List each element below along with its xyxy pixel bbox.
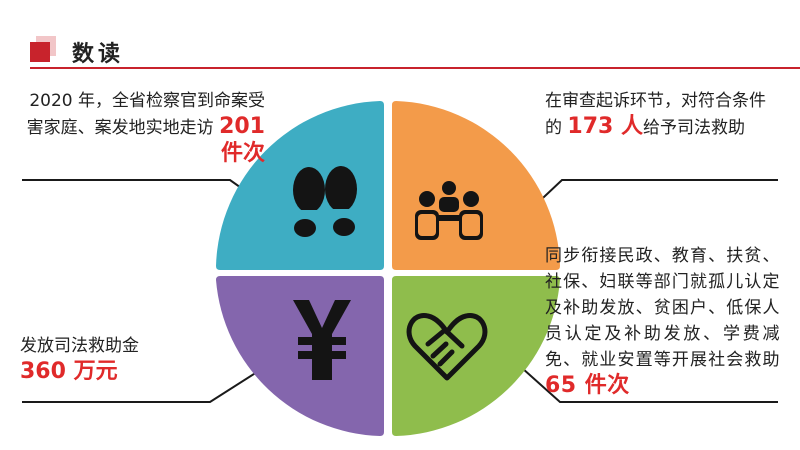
annotation-bottom-right-text: 同步衔接民政、教育、扶贫、社保、妇联等部门就孤儿认定及补助发放、贫困户、低保人员… xyxy=(545,246,780,370)
people-meeting-icon xyxy=(415,181,483,240)
annotation-top-left-text: 2020 年，全省检察官到命案受害家庭、案发地实地走访 xyxy=(26,91,265,138)
quadrant-bottom-right xyxy=(392,276,560,436)
annotation-top-left: 2020 年，全省检察官到命案受害家庭、案发地实地走访 201 件次 xyxy=(20,88,265,168)
annotation-top-right-highlight: 173 人 xyxy=(567,114,643,139)
leader-line-bottom-right xyxy=(521,367,778,403)
annotation-bottom-right: 同步衔接民政、教育、扶贫、社保、妇联等部门就孤儿认定及补助发放、贫困户、低保人员… xyxy=(545,243,780,400)
leader-line-bottom-left xyxy=(22,364,269,403)
leader-line-top-right xyxy=(527,179,778,213)
quadrant-top-right xyxy=(392,101,560,270)
footprints-icon xyxy=(293,166,357,237)
header-rule xyxy=(30,67,800,69)
annotation-top-right-text: 在审查起诉环节，对符合条件的 xyxy=(545,91,766,138)
annotation-top-right-text-after: 给予司法救助 xyxy=(643,118,745,138)
annotation-bottom-left-highlight: 360 万元 xyxy=(20,359,118,384)
annotation-top-right: 在审查起诉环节，对符合条件的 173 人给予司法救助 xyxy=(545,88,775,141)
annotation-bottom-right-highlight: 65 件次 xyxy=(545,373,630,398)
section-header: 数读 xyxy=(30,34,800,74)
handshake-heart-icon xyxy=(406,313,488,381)
annotation-top-left-highlight: 201 件次 xyxy=(219,114,265,166)
header-title: 数读 xyxy=(72,42,125,67)
annotation-bottom-left: 发放司法救助金 360 万元 xyxy=(20,333,260,385)
yen-icon xyxy=(293,300,351,380)
header-mark-icon xyxy=(30,36,56,62)
annotation-bottom-left-text: 发放司法救助金 xyxy=(20,336,139,356)
